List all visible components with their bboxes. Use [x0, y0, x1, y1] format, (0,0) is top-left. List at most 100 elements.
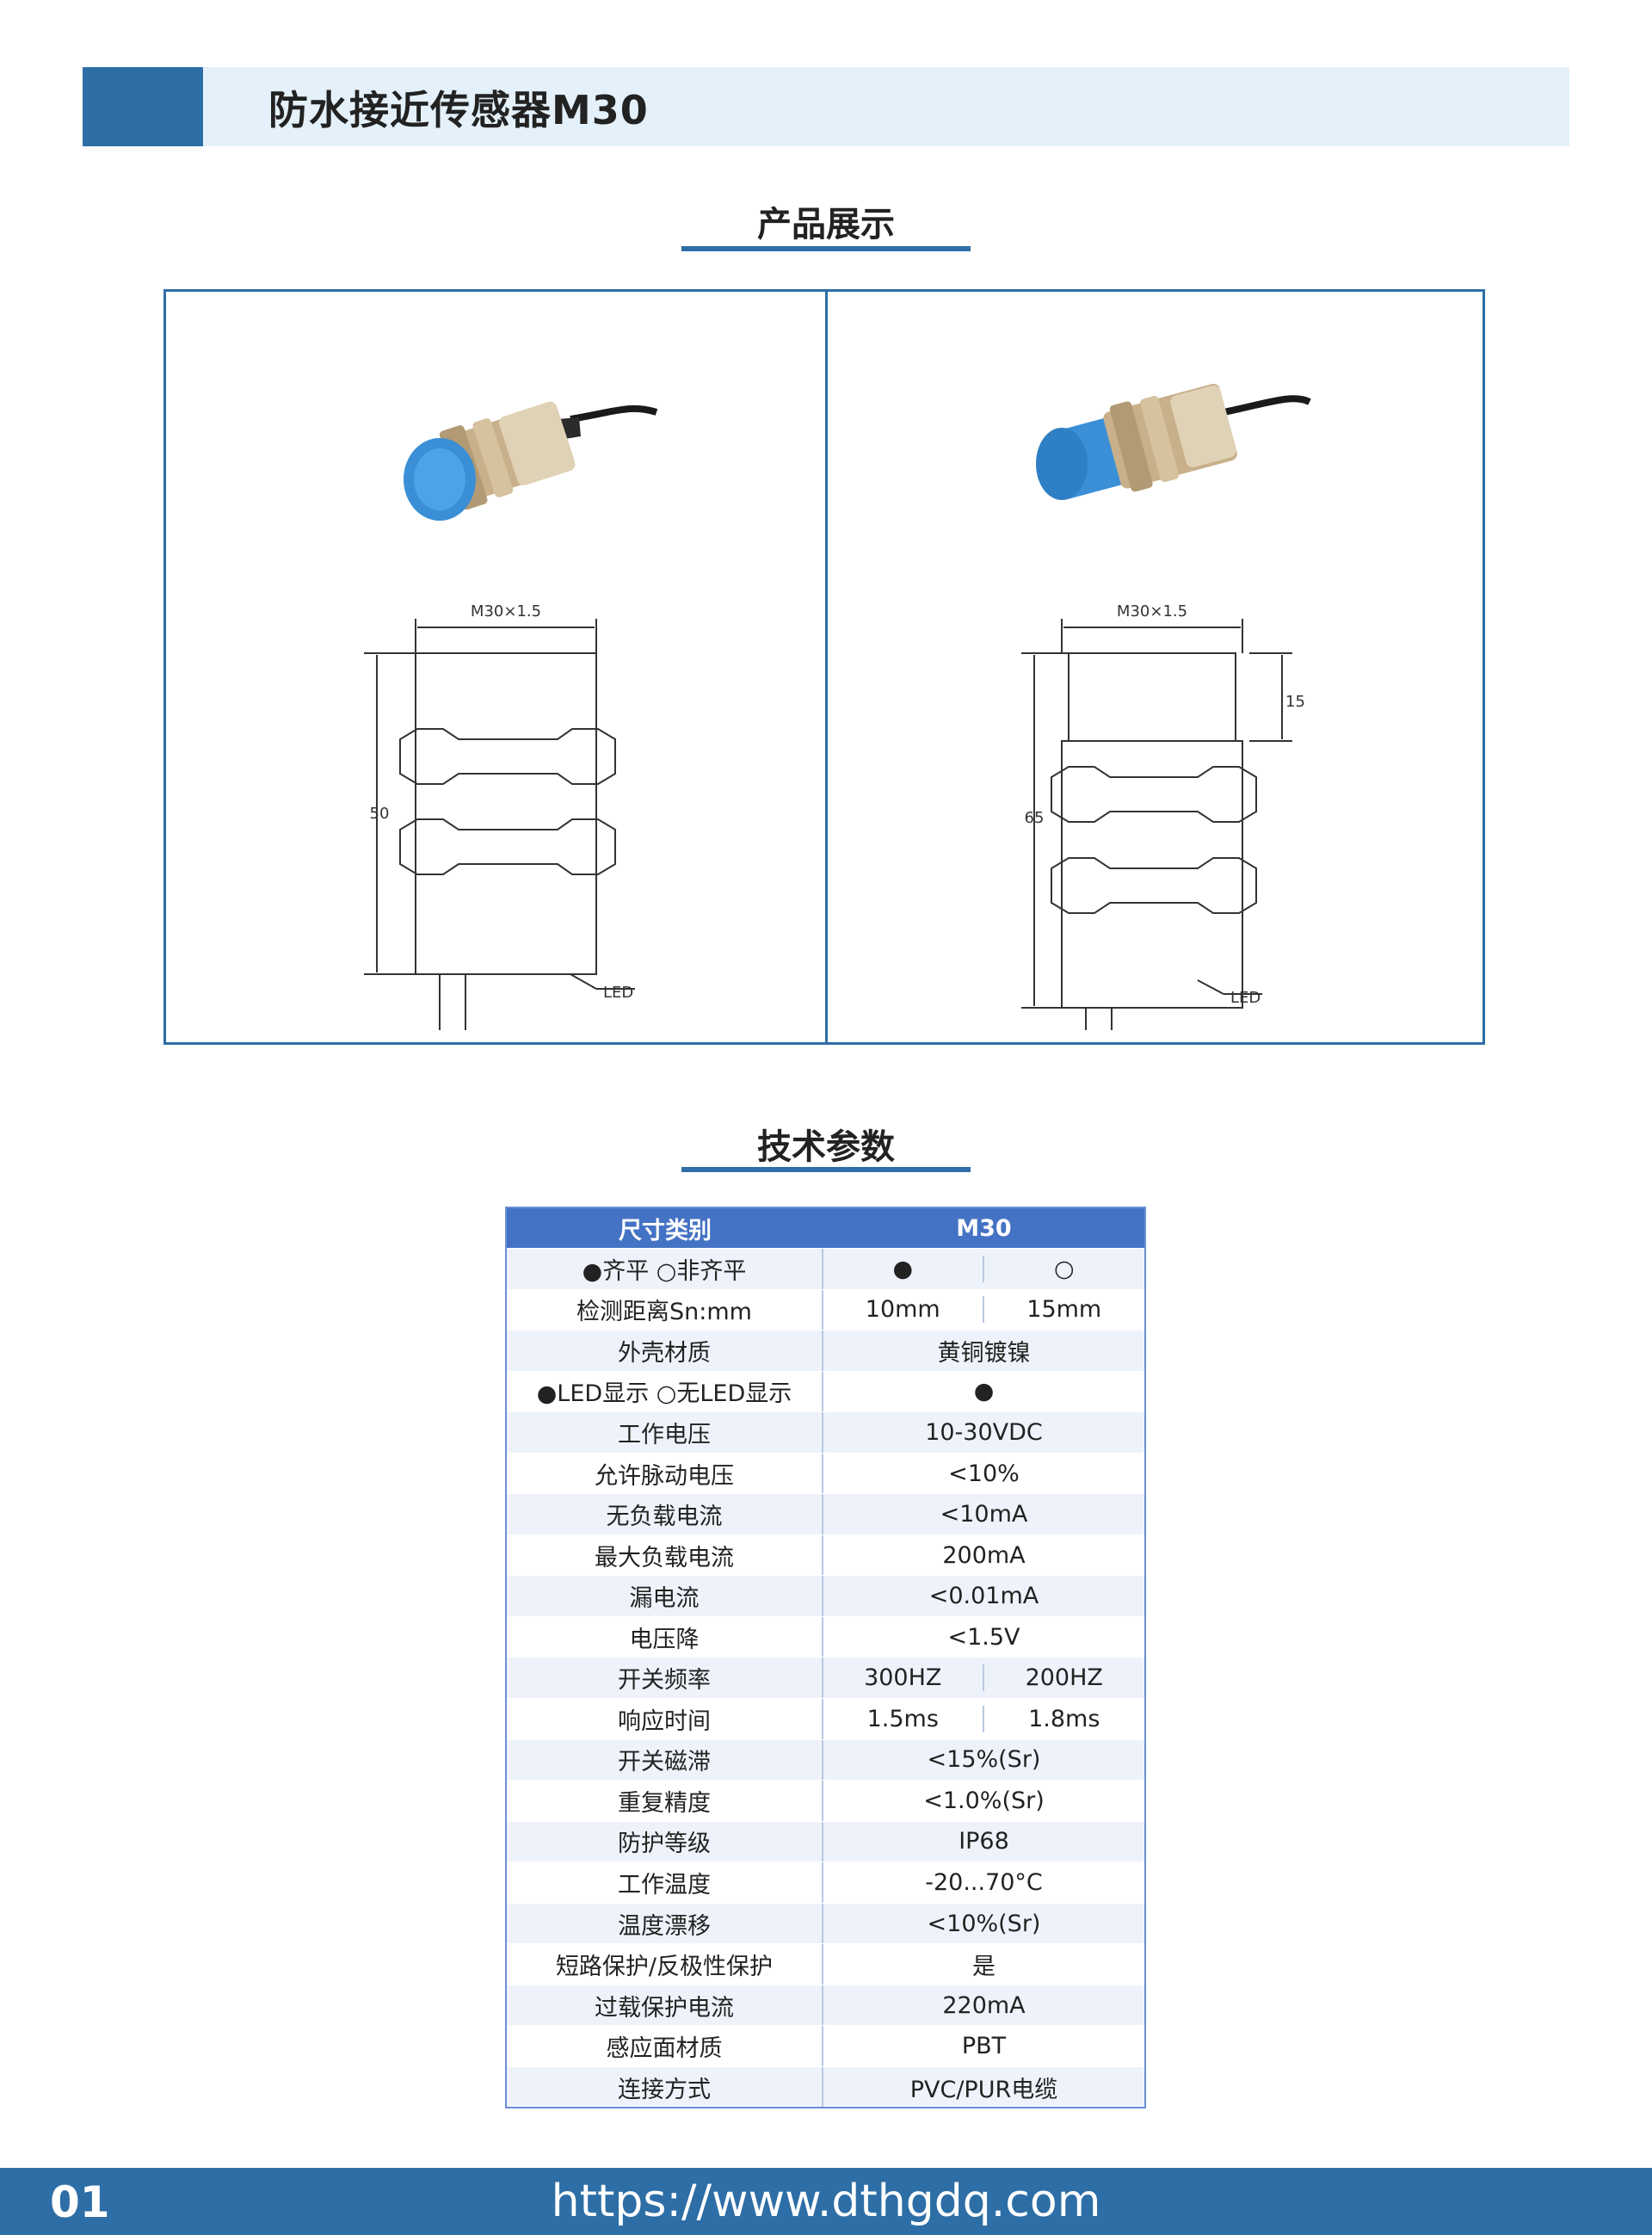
- spec-label: 电压降: [507, 1616, 823, 1658]
- spec-value: <1.5V: [947, 1623, 1020, 1651]
- spec-value-cell: 10-30VDC: [823, 1412, 1144, 1453]
- table-row: 开关磁滞 <15%(Sr): [507, 1738, 1144, 1781]
- table-row: 温度漂移<10%(Sr): [507, 1902, 1144, 1944]
- table-row: ●齐平 ○非齐平● ○: [507, 1248, 1144, 1289]
- spec-value-cell: 200mA: [823, 1535, 1144, 1576]
- showcase-title-underline: [681, 246, 971, 251]
- table-row: 漏电流<0.01mA: [507, 1575, 1144, 1616]
- spec-value-cell: <0.01mA: [823, 1576, 1144, 1616]
- nonflush-sensor-drawing: [1021, 619, 1292, 1030]
- nonflush-thread-label: M30×1.5: [1117, 602, 1187, 620]
- spec-value-nonflush: 1.8ms: [1028, 1705, 1100, 1732]
- spec-value-cell: 220mA: [823, 1985, 1144, 2026]
- nonflush-length-label: 65: [1025, 809, 1045, 827]
- spec-value: <15%(Sr): [927, 1746, 1041, 1774]
- spec-value-cell: 是: [823, 1944, 1144, 1985]
- title-bar: [83, 67, 1569, 146]
- spec-label: 漏电流: [507, 1576, 823, 1616]
- spec-value-flush: 10mm: [823, 1296, 984, 1324]
- spec-label: 检测距离Sn:mm: [507, 1289, 823, 1331]
- footer-url[interactable]: https://www.dthgdq.com: [551, 2176, 1101, 2227]
- nonflush-sensor-panel: M30×1.5 65 15 LED: [828, 292, 1487, 1042]
- showcase-section-title: 产品展示: [757, 205, 895, 244]
- table-row: 允许脉动电压<10%: [507, 1452, 1144, 1494]
- spec-value: <10mA: [940, 1501, 1028, 1528]
- table-row: 短路保护/反极性保护是: [507, 1943, 1144, 1985]
- spec-label: 工作电压: [507, 1412, 823, 1453]
- spec-value-cell: <10%(Sr): [823, 1904, 1144, 1944]
- spec-label: 连接方式: [507, 2066, 823, 2108]
- spec-value-flush: ●: [823, 1255, 984, 1282]
- spec-value-cell: IP68: [823, 1822, 1144, 1862]
- table-row: 防护等级 IP68: [507, 1820, 1144, 1862]
- spec-value: 是: [972, 1954, 996, 1981]
- spec-value-nonflush: 15mm: [1026, 1296, 1102, 1324]
- table-row: 过载保护电流 220mA: [507, 1984, 1144, 2026]
- spec-header-model: M30: [956, 1214, 1012, 1242]
- spec-table-header: 尺寸类别 M30: [507, 1208, 1144, 1248]
- spec-value-cell: PVC/PUR电缆: [823, 2067, 1144, 2108]
- product-showcase-panel: M30×1.5 50 LED: [163, 289, 1485, 1045]
- spec-value-cell: 300HZ 200HZ: [823, 1658, 1144, 1698]
- spec-value-cell: PBT: [823, 2026, 1144, 2066]
- table-row: 无负载电流 <10mA: [507, 1493, 1144, 1534]
- spec-label: 外壳材质: [507, 1331, 823, 1371]
- table-row: 工作温度-20...70°C: [507, 1861, 1144, 1903]
- spec-value: ●: [973, 1378, 995, 1405]
- page-title: 防水接近传感器M30: [268, 87, 649, 133]
- flush-sensor-drawing: [364, 619, 635, 1030]
- table-row: 电压降 <1.5V: [507, 1615, 1144, 1658]
- flush-sensor-panel: M30×1.5 50 LED: [166, 292, 825, 1042]
- spec-value-flush: 300HZ: [823, 1664, 984, 1692]
- spec-value: 220mA: [942, 1991, 1026, 2019]
- spec-value-cell: <1.0%(Sr): [823, 1781, 1144, 1821]
- spec-value-cell: <1.5V: [823, 1617, 1144, 1658]
- spec-value-cell: <15%(Sr): [823, 1740, 1144, 1781]
- spec-label: ●LED显示 ○无LED显示: [507, 1371, 823, 1412]
- flush-thread-label: M30×1.5: [471, 602, 541, 620]
- spec-value-nonflush: ○: [1053, 1255, 1075, 1282]
- spec-value: <10%: [948, 1460, 1020, 1487]
- spec-label: 工作温度: [507, 1862, 823, 1903]
- showcase-divider: [825, 292, 828, 1042]
- spec-label: 最大负载电流: [507, 1534, 823, 1576]
- flush-sensor-photo: [404, 401, 658, 521]
- nonflush-sensor-photo: [1036, 383, 1311, 500]
- spec-value-cell: 黄铜镀镍: [823, 1331, 1144, 1371]
- spec-value-flush: 1.5ms: [823, 1705, 984, 1732]
- spec-value-nonflush: 200HZ: [1025, 1664, 1103, 1692]
- spec-value: PBT: [961, 2033, 1007, 2060]
- spec-value-cell: <10%: [823, 1454, 1144, 1494]
- spec-value: IP68: [959, 1828, 1009, 1855]
- spec-value: <10%(Sr): [927, 1910, 1041, 1937]
- spec-label: 响应时间: [507, 1699, 823, 1739]
- spec-value-cell: 1.5ms 1.8ms: [823, 1699, 1144, 1739]
- spec-label: 开关磁滞: [507, 1739, 823, 1781]
- spec-label: 无负载电流: [507, 1494, 823, 1534]
- spec-label: 防护等级: [507, 1821, 823, 1862]
- spec-label: 过载保护电流: [507, 1985, 823, 2026]
- spec-value: PVC/PUR电缆: [909, 2076, 1058, 2103]
- flush-sensor-illustration: M30×1.5 50 LED: [364, 401, 658, 1030]
- spec-value-cell: ●: [823, 1372, 1144, 1412]
- specs-title-underline: [681, 1167, 971, 1172]
- spec-value-cell: -20...70°C: [823, 1862, 1144, 1903]
- spec-label: 开关频率: [507, 1658, 823, 1699]
- table-row: 重复精度<1.0%(Sr): [507, 1780, 1144, 1821]
- nonflush-sensor-illustration: M30×1.5 65 15 LED: [1021, 383, 1311, 1030]
- spec-value-cell: 10mm 15mm: [823, 1290, 1144, 1331]
- spec-label: 感应面材质: [507, 2026, 823, 2066]
- table-row: 外壳材质黄铜镀镍: [507, 1330, 1144, 1371]
- page-number: 01: [50, 2177, 110, 2227]
- spec-value: <1.0%(Sr): [923, 1787, 1045, 1814]
- footer-bar: [0, 2168, 1652, 2235]
- nonflush-offset-label: 15: [1285, 693, 1305, 711]
- spec-value-cell: <10mA: [823, 1494, 1144, 1534]
- spec-label: ●齐平 ○非齐平: [507, 1249, 823, 1289]
